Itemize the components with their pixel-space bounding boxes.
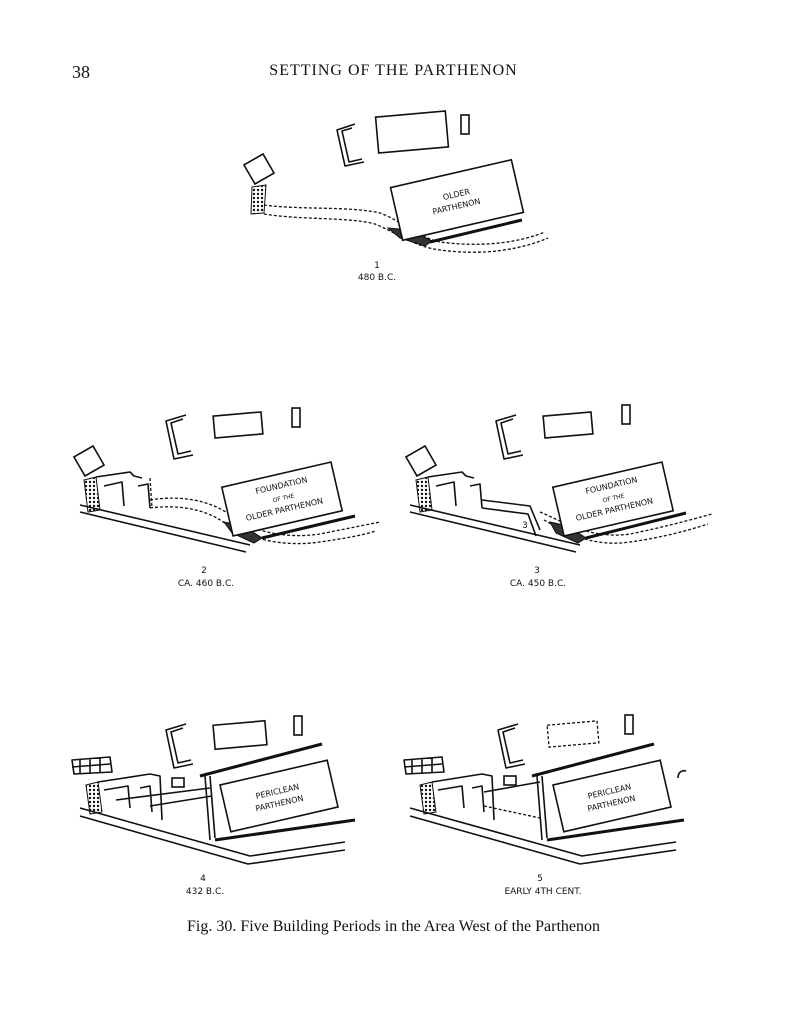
plan-1-rect-building bbox=[374, 110, 450, 154]
plan-5-small-square bbox=[503, 775, 517, 786]
plan-4-stoa-wall bbox=[204, 775, 216, 841]
plan-5-north-wall bbox=[531, 742, 655, 778]
plan-2-label-2: OF THE bbox=[272, 493, 295, 505]
plan-2-foundation bbox=[220, 461, 344, 537]
plan-4-rubble-bastion bbox=[85, 781, 103, 815]
plan-2-number: 2 bbox=[201, 566, 207, 576]
plan-3-marker: 3 bbox=[522, 521, 528, 531]
plan-2-square-tower bbox=[72, 444, 106, 478]
plan-1-square-tower bbox=[242, 152, 276, 186]
plan-3: FOUNDATION OF THE OLDER PARTHENON 3 3 CA… bbox=[404, 404, 713, 589]
plan-2-gate-line bbox=[149, 477, 153, 509]
plan-5-south-wall bbox=[546, 818, 685, 842]
plan-3-label-2: OF THE bbox=[602, 493, 625, 505]
plan-2-road bbox=[149, 497, 381, 537]
plan-3-l-wall-inner bbox=[500, 418, 522, 455]
plan-5-propylaea bbox=[431, 773, 541, 821]
plan-4-south-wall bbox=[214, 818, 356, 842]
plan-4-propylaea bbox=[97, 773, 213, 821]
plan-1-rubble-wall bbox=[250, 184, 267, 215]
plan-1-terrace-wall bbox=[429, 218, 523, 244]
plan-3-base-wall bbox=[409, 504, 581, 553]
running-head: SETTING OF THE PARTHENON bbox=[269, 62, 518, 79]
plan-2-gate-walls bbox=[95, 471, 151, 509]
plan-5-l-wall-inner bbox=[502, 727, 524, 764]
plan-3-l-wall bbox=[495, 414, 524, 460]
page-number: 38 bbox=[72, 62, 90, 82]
plan-2-l-wall-inner bbox=[170, 418, 192, 455]
plan-3-small-base bbox=[621, 404, 631, 425]
plan-1-older-parthenon bbox=[389, 158, 525, 242]
plan-3-terrace-wall bbox=[585, 511, 687, 540]
plan-2: FOUNDATION OF THE OLDER PARTHENON 2 CA. … bbox=[72, 407, 381, 589]
plan-1-small-base bbox=[460, 114, 470, 135]
plan-5-dashed-building bbox=[546, 720, 600, 748]
plan-2-base-wall bbox=[79, 504, 251, 553]
plan-5-west-buildings bbox=[403, 756, 445, 775]
plan-3-number: 3 bbox=[534, 566, 540, 576]
plan-1-l-wall-inner bbox=[341, 127, 363, 163]
plan-5-base-wall bbox=[409, 807, 677, 865]
plan-4-rect-building bbox=[212, 719, 268, 751]
plan-2-terrace-wall bbox=[261, 514, 356, 540]
plan-2-date: CA. 460 B.C. bbox=[178, 579, 234, 589]
plan-5: PERICLEAN PARTHENON 5 EARLY 4TH CENT. bbox=[403, 714, 687, 897]
plan-5-small-base bbox=[624, 714, 634, 735]
plan-1: OLDER PARTHENON 1 480 B.C. bbox=[242, 110, 549, 283]
plan-5-dotted-wall bbox=[483, 805, 541, 819]
plan-1-number: 1 bbox=[374, 261, 380, 271]
plan-3-square-tower bbox=[404, 444, 438, 478]
plan-5-rubble-bastion bbox=[419, 781, 437, 815]
plan-4-date: 432 B.C. bbox=[186, 887, 224, 897]
plan-5-periclean-parthenon bbox=[552, 759, 672, 833]
plan-5-stoa-wall bbox=[536, 775, 548, 841]
plan-4-north-wall bbox=[199, 742, 323, 778]
plan-3-gate-walls bbox=[427, 471, 483, 509]
plan-2-l-wall bbox=[165, 414, 194, 460]
plan-4-small-square bbox=[171, 777, 185, 788]
plan-4-base-wall bbox=[79, 807, 346, 865]
plan-1-l-wall bbox=[336, 123, 365, 167]
plan-4-west-buildings bbox=[71, 756, 113, 775]
plan-4: PERICLEAN PARTHENON 4 432 B.C. bbox=[71, 715, 356, 897]
plan-5-curve-mark bbox=[677, 769, 687, 779]
plan-4-small-base bbox=[293, 715, 303, 736]
plan-3-date: CA. 450 B.C. bbox=[510, 579, 566, 589]
plan-4-l-wall-inner bbox=[170, 727, 192, 764]
plan-5-date: EARLY 4TH CENT. bbox=[504, 887, 581, 897]
plan-5-l-wall bbox=[497, 723, 526, 769]
plan-2-small-base bbox=[291, 407, 301, 428]
plan-4-number: 4 bbox=[200, 874, 206, 884]
plan-2-rect-building bbox=[212, 411, 264, 439]
plan-4-periclean-parthenon bbox=[219, 759, 339, 833]
plan-3-ramp bbox=[481, 499, 541, 537]
plan-3-foundation bbox=[551, 461, 675, 537]
plan-5-number: 5 bbox=[537, 874, 543, 884]
plan-4-l-wall bbox=[165, 723, 194, 769]
plan-1-date: 480 B.C. bbox=[358, 273, 396, 283]
figure-caption: Fig. 30. Five Building Periods in the Ar… bbox=[186, 918, 601, 935]
plan-3-rect-building bbox=[542, 411, 594, 439]
